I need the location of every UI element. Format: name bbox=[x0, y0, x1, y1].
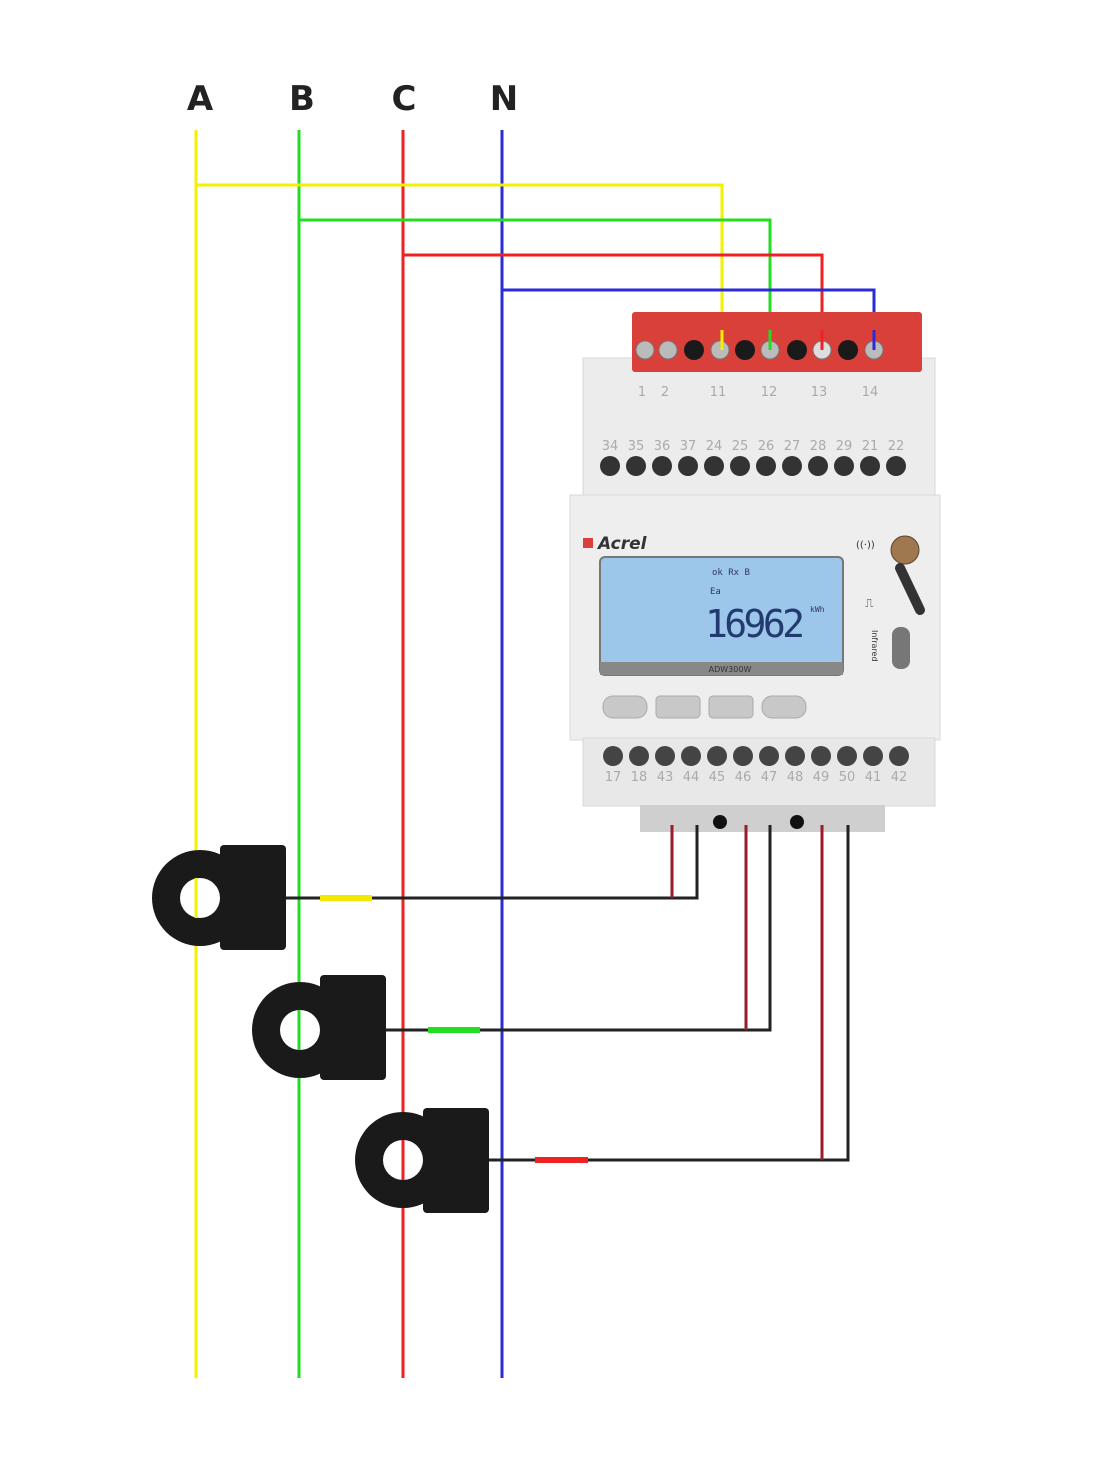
terminal-number: 21 bbox=[862, 439, 879, 454]
terminal-number: 42 bbox=[891, 770, 908, 785]
terminal-number: 17 bbox=[605, 770, 622, 785]
terminal-number: 44 bbox=[683, 770, 700, 785]
terminal-number: 45 bbox=[709, 770, 726, 785]
current-transformer-b bbox=[252, 975, 386, 1080]
terminal-number: 1 bbox=[638, 385, 646, 400]
bottom-terminal-row: 17 18 43 44 45 46 47 48 49 50 41 42 bbox=[603, 746, 909, 785]
current-transformer-a bbox=[152, 845, 286, 950]
voltage-wire-b bbox=[299, 218, 772, 350]
antenna-connector bbox=[890, 535, 920, 565]
lcd-unit: kWh bbox=[810, 605, 825, 614]
terminal-number: 35 bbox=[628, 439, 645, 454]
infrared-window bbox=[892, 627, 910, 669]
middle-terminal-row: 34 35 36 37 24 25 26 27 28 29 21 22 bbox=[600, 439, 906, 476]
terminal-number: 12 bbox=[761, 385, 778, 400]
terminal-number: 41 bbox=[865, 770, 882, 785]
terminal-number: 18 bbox=[631, 770, 648, 785]
pulse-icon: ⎍ bbox=[865, 596, 874, 610]
terminal-number: 43 bbox=[657, 770, 674, 785]
terminal-number: 36 bbox=[654, 439, 671, 454]
phase-label-a: A bbox=[187, 79, 214, 119]
terminal-number: 47 bbox=[761, 770, 778, 785]
terminal-number: 48 bbox=[787, 770, 804, 785]
top-terminal-screws bbox=[635, 340, 884, 360]
left-button[interactable] bbox=[655, 695, 701, 719]
terminal-number: 2 bbox=[661, 385, 669, 400]
infrared-label: Infrared bbox=[870, 630, 879, 662]
terminal-number: 37 bbox=[680, 439, 697, 454]
lcd-label: Ea bbox=[710, 587, 721, 597]
terminal-number: 28 bbox=[810, 439, 827, 454]
model-label: ADW300W bbox=[709, 665, 752, 674]
voltage-wire-a bbox=[196, 183, 724, 350]
terminal-number: 49 bbox=[813, 770, 830, 785]
ct-a-wire-black bbox=[285, 825, 699, 900]
phase-label-n: N bbox=[490, 79, 518, 119]
antenna-icon bbox=[895, 563, 925, 615]
terminal-number: 14 bbox=[862, 385, 879, 400]
terminal-number: 24 bbox=[706, 439, 723, 454]
current-transformer-c bbox=[355, 1108, 489, 1213]
up-button[interactable] bbox=[708, 695, 754, 719]
terminal-number: 29 bbox=[836, 439, 853, 454]
terminal-number: 13 bbox=[811, 385, 828, 400]
terminal-number: 27 bbox=[784, 439, 801, 454]
terminal-number: 25 bbox=[732, 439, 749, 454]
phase-label-b: B bbox=[289, 79, 315, 119]
ct-b-wire-black bbox=[385, 825, 772, 1032]
energy-meter: 1 2 11 12 13 14 34 35 36 37 24 25 26 27 … bbox=[569, 312, 941, 832]
signal-icon: ((·)) bbox=[856, 540, 875, 551]
bottom-terminal-block bbox=[640, 805, 885, 832]
terminal-number: 50 bbox=[839, 770, 856, 785]
terminal-number: 34 bbox=[602, 439, 619, 454]
phase-label-c: C bbox=[392, 79, 417, 119]
lcd-value: 16962 bbox=[705, 602, 805, 646]
brand-name: Acrel bbox=[596, 534, 648, 554]
menu-button[interactable] bbox=[602, 695, 648, 719]
lcd-indicators: ok Rx B bbox=[712, 568, 750, 578]
terminal-number: 11 bbox=[710, 385, 727, 400]
terminal-number: 26 bbox=[758, 439, 775, 454]
ct-c-wire-black bbox=[488, 825, 850, 1162]
brand-logo-icon bbox=[583, 538, 593, 548]
enter-button[interactable] bbox=[761, 695, 807, 719]
terminal-number: 46 bbox=[735, 770, 752, 785]
terminal-number: 22 bbox=[888, 439, 905, 454]
